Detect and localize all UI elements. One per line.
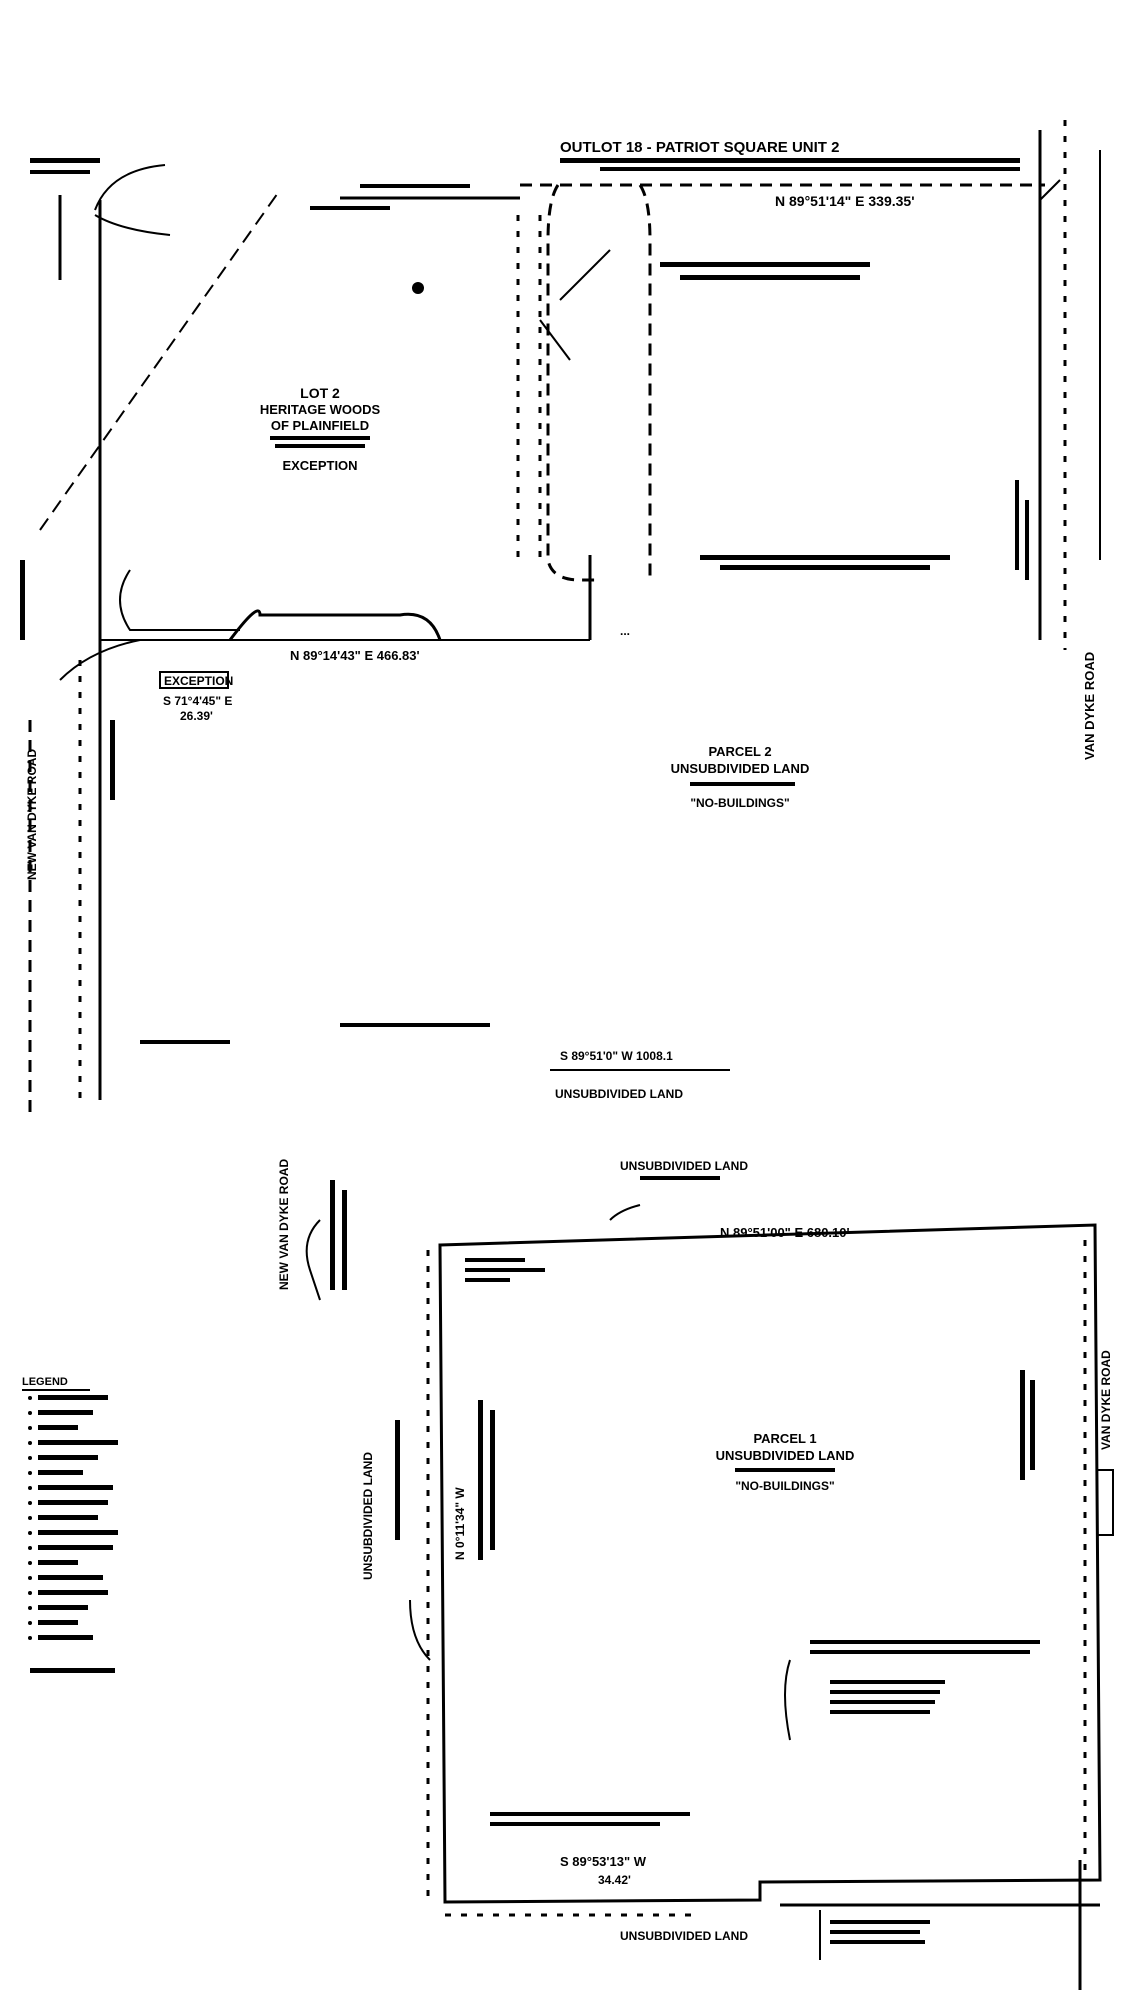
- lot-south-bearing: N 89°14'43" E 466.83': [290, 648, 420, 663]
- legend-title: LEGEND: [22, 1376, 68, 1388]
- parcel-1-note: "NO-BUILDINGS": [735, 1479, 834, 1493]
- legend-entry: [38, 1410, 93, 1415]
- lot-subdivision-line2: OF PLAINFIELD: [271, 418, 369, 433]
- parcel-1-subtitle: UNSUBDIVIDED LAND: [716, 1448, 855, 1463]
- legend-symbol: [28, 1636, 32, 1640]
- parcel-1-boundary: [438, 1223, 1102, 1904]
- legend: LEGEND: [22, 1376, 118, 1673]
- legend-entry: [38, 1620, 78, 1625]
- south-bearing: S 89°53'13" W: [560, 1854, 647, 1869]
- legend-symbol: [28, 1576, 32, 1580]
- legend-entry: [38, 1425, 78, 1430]
- legend-symbol: [28, 1531, 32, 1535]
- diagonal-line: [39, 189, 281, 531]
- lower-plat: UNSUBDIVIDED LAND N 89°51'00" E 680.10' …: [277, 1159, 1114, 1990]
- lot-subdivision-line1: HERITAGE WOODS: [260, 402, 381, 417]
- exception-label: EXCEPTION: [282, 458, 357, 473]
- legend-entry: [38, 1470, 83, 1475]
- legend-entry: [38, 1500, 108, 1505]
- south-bearing: S 89°51'0" W 1008.1: [560, 1049, 673, 1063]
- legend-symbol: [28, 1396, 32, 1400]
- legend-entry: [38, 1440, 118, 1445]
- parcel-1-label: PARCEL 1: [753, 1431, 816, 1446]
- legend-symbol: [28, 1606, 32, 1610]
- south-land-label: UNSUBDIVIDED LAND: [555, 1087, 683, 1101]
- legend-entry: [38, 1545, 113, 1550]
- exception-bearing: S 71°4'45" E: [163, 694, 232, 708]
- legend-symbol: [28, 1516, 32, 1520]
- east-road-label: VAN DYKE ROAD: [1099, 1350, 1113, 1450]
- road-right-label: VAN DYKE ROAD: [1082, 652, 1097, 760]
- legend-entry: [38, 1605, 88, 1610]
- legend-symbol: [28, 1441, 32, 1445]
- legend-entry: [38, 1455, 98, 1460]
- legend-symbol: [28, 1426, 32, 1430]
- parcel-2-note: "NO-BUILDINGS": [690, 796, 789, 810]
- legend-entry: [38, 1575, 103, 1580]
- exception-box: [159, 671, 229, 689]
- road-label: NEW VAN DYKE ROAD: [277, 1159, 291, 1290]
- exception-box-label: EXCEPTION: [164, 674, 233, 688]
- legend-entry: [30, 1668, 115, 1673]
- legend-entry: [38, 1485, 113, 1490]
- top-bearing: N 89°51'14" E 339.35': [775, 193, 915, 209]
- south-land-label: UNSUBDIVIDED LAND: [620, 1929, 748, 1943]
- svg-text:...: ...: [620, 624, 630, 638]
- legend-entry: [38, 1515, 98, 1520]
- lot-label: LOT 2: [300, 385, 340, 401]
- legend-symbol: [28, 1621, 32, 1625]
- legend-symbol: [28, 1591, 32, 1595]
- west-bearing: N 0°11'34" W: [453, 1487, 467, 1560]
- parcel-2-label: PARCEL 2: [708, 744, 771, 759]
- legend-entry: [38, 1635, 93, 1640]
- north-land-label: UNSUBDIVIDED LAND: [620, 1159, 748, 1173]
- south-distance: 34.42': [598, 1873, 631, 1887]
- legend-symbol: [28, 1486, 32, 1490]
- legend-entry: [38, 1395, 108, 1400]
- legend-symbol: [28, 1411, 32, 1415]
- exception-distance: 26.39': [180, 709, 213, 723]
- west-land-label: UNSUBDIVIDED LAND: [361, 1452, 375, 1580]
- legend-symbol: [28, 1546, 32, 1550]
- legend-entry: [38, 1560, 78, 1565]
- legend-symbol: [28, 1501, 32, 1505]
- outlot-title: OUTLOT 18 - PATRIOT SQUARE UNIT 2: [560, 139, 839, 156]
- parcel-2-subtitle: UNSUBDIVIDED LAND: [671, 761, 810, 776]
- legend-symbol: [28, 1471, 32, 1475]
- legend-symbol: [28, 1561, 32, 1565]
- road-left-label: NEW VAN DYKE ROAD: [25, 749, 39, 880]
- upper-plat: OUTLOT 18 - PATRIOT SQUARE UNIT 2 N 89°5…: [20, 120, 1101, 1120]
- survey-point: [412, 282, 424, 294]
- legend-entry: [38, 1590, 108, 1595]
- legend-entry: [38, 1530, 118, 1535]
- legend-symbol: [28, 1456, 32, 1460]
